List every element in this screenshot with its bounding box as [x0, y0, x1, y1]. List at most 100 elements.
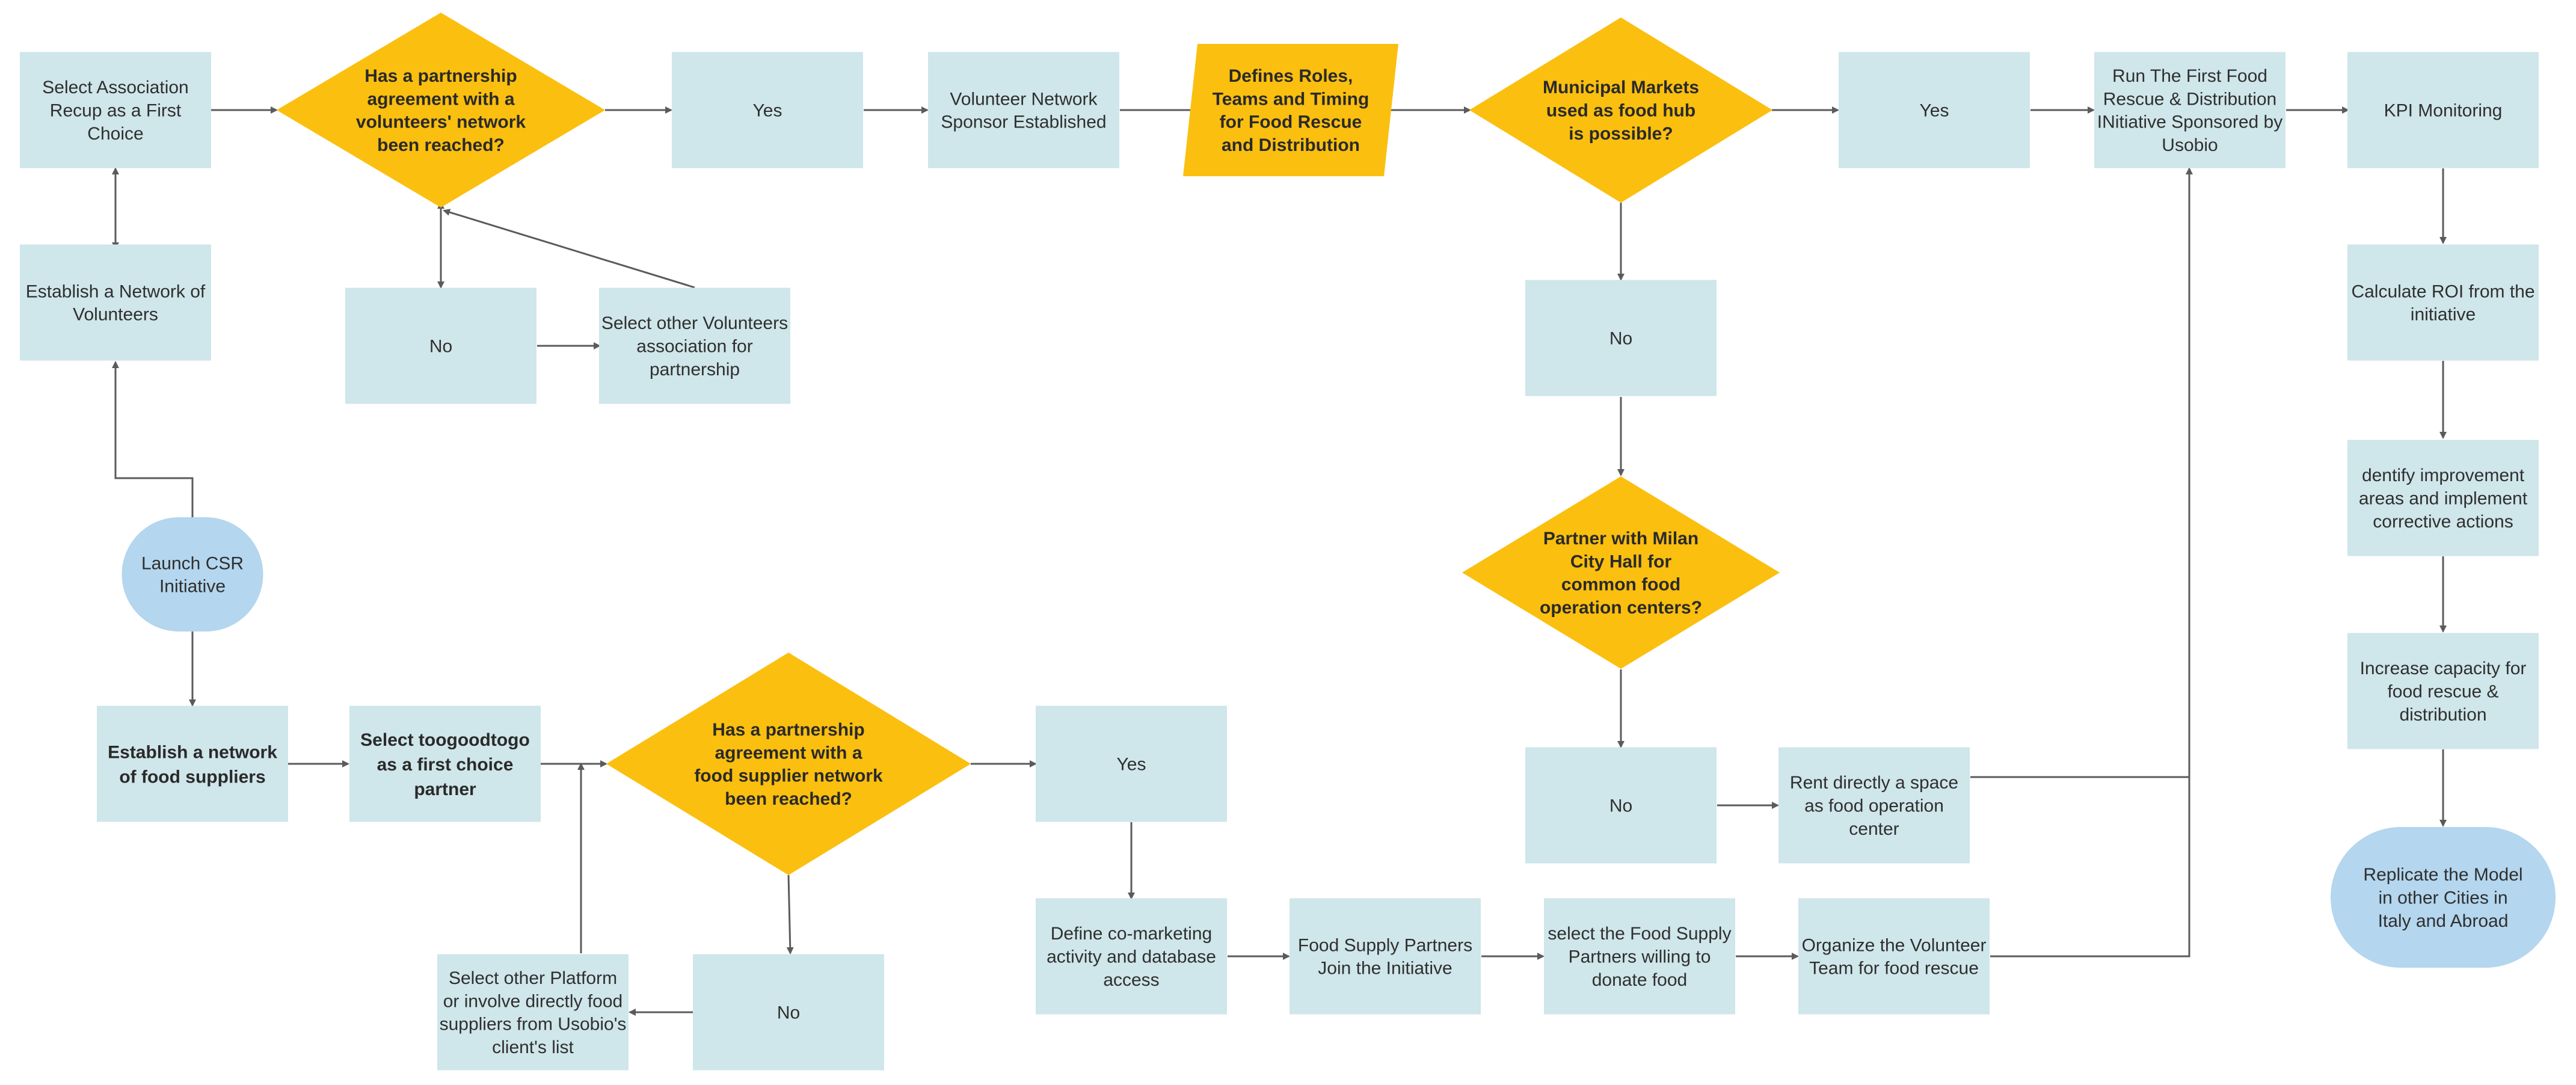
- node-label-line: as food operation: [1804, 796, 1944, 816]
- node-shape: [437, 954, 629, 1071]
- node-shape: [1839, 52, 2030, 168]
- node-label-line: Team for food rescue: [1809, 959, 1979, 979]
- node-yes-suppliers[interactable]: Yes: [1036, 705, 1227, 822]
- node-shape: [20, 52, 211, 168]
- node-shape: [606, 653, 971, 875]
- connector-launch-up: [112, 361, 194, 518]
- node-label-line: corrective actions: [2373, 512, 2513, 532]
- node-no-city-hall[interactable]: No: [1525, 747, 1717, 864]
- node-shape: [1525, 280, 1717, 396]
- node-label-line: City Hall for: [1570, 552, 1672, 571]
- node-label-line: No: [429, 337, 452, 357]
- node-label-line: Municipal Markets: [1543, 78, 1699, 97]
- node-label: KPI Monitoring: [2384, 101, 2503, 121]
- node-label-line: Run The First Food: [2112, 66, 2267, 86]
- node-label-line: Establish a Network of: [26, 281, 206, 301]
- node-label-line: dentify improvement: [2362, 466, 2525, 485]
- node-shape: [2094, 52, 2286, 168]
- node-label-line: No: [777, 1003, 800, 1023]
- node-label-line: is possible?: [1569, 124, 1673, 144]
- node-no-markets[interactable]: No: [1525, 280, 1717, 396]
- connector-decision-no4: [786, 874, 794, 954]
- node-label-line: in other Cities in: [2378, 888, 2507, 908]
- node-yes-volunteers[interactable]: Yes: [672, 52, 863, 168]
- node-label-line: Italy and Abroad: [2378, 911, 2509, 931]
- node-label-line: and Distribution: [1222, 135, 1360, 155]
- node-label-line: food supplier network: [694, 766, 883, 786]
- node-label: Yes: [1920, 101, 1949, 121]
- node-no-volunteers[interactable]: No: [345, 287, 536, 404]
- node-shape: [97, 705, 288, 822]
- node-label-line: Defines Roles,: [1229, 66, 1353, 86]
- node-label-line: used as food hub: [1546, 101, 1695, 121]
- node-label: No: [429, 337, 452, 357]
- node-label-line: No: [1609, 796, 1632, 816]
- node-label-line: center: [1849, 819, 1899, 839]
- decision-municipal-markets[interactable]: Municipal Markets used as food hub is poss…: [1469, 17, 1772, 203]
- node-kpi-monitoring[interactable]: KPI Monitoring: [2347, 52, 2539, 168]
- node-shape: [1183, 44, 1398, 176]
- node-yes-markets[interactable]: Yes: [1839, 52, 2030, 168]
- node-label-line: Launch CSR: [141, 553, 244, 573]
- node-label: Municipal Markets used as food hub is poss…: [1543, 78, 1699, 144]
- node-label-line: Organize the Volunteer: [1802, 935, 1987, 955]
- node-label-line: suppliers from Usobio's: [440, 1015, 627, 1034]
- node-label-line: Rescue & Distribution: [2103, 89, 2276, 109]
- node-label-line: donate food: [1592, 970, 1687, 990]
- node-label-line: Yes: [1117, 755, 1146, 775]
- node-label-line: operation centers?: [1540, 598, 1702, 618]
- node-shape: [1798, 898, 1990, 1015]
- node-label-line: Teams and Timing: [1213, 89, 1369, 109]
- node-shape: [121, 517, 263, 632]
- node-label-line: been reached?: [377, 135, 505, 155]
- node-shape: [277, 13, 605, 207]
- node-label-line: Has a partnership: [364, 66, 517, 86]
- node-shape: [1469, 17, 1772, 203]
- node-label-line: Yes: [753, 101, 782, 121]
- node-shape: [693, 954, 884, 1071]
- node-label-line: Yes: [1920, 101, 1949, 121]
- node-shape: [1778, 747, 1970, 864]
- node-label-line: Select toogoodtogo: [360, 730, 530, 750]
- node-label-line: Establish a network: [108, 743, 277, 763]
- node-label-line: Volunteer Network: [950, 89, 1098, 109]
- node-label-line: Food Supply Partners: [1298, 935, 1472, 955]
- node-shape: [1036, 898, 1227, 1015]
- node-no-suppliers[interactable]: No: [693, 954, 884, 1071]
- node-shape: [20, 244, 211, 361]
